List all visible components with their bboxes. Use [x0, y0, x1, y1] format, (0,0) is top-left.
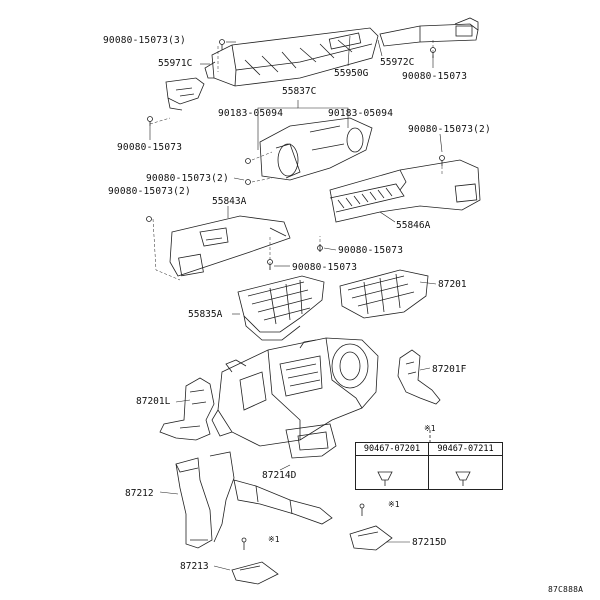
label-55972c: 55972C — [380, 57, 415, 68]
label-87212: 87212 — [125, 488, 154, 499]
label-90080-15073-3: 90080-15073(3) — [103, 35, 186, 46]
label-87213: 87213 — [180, 561, 209, 572]
duct-55950g-drawing — [204, 27, 379, 87]
duct-87214d-drawing — [233, 479, 333, 525]
label-87201l: 87201L — [136, 396, 171, 407]
table-clip-icons — [377, 430, 471, 486]
table-header-col2: 90467-07211 — [429, 443, 502, 456]
label-90080-15073-2b: 90080-15073(2) — [146, 173, 229, 184]
bracket-87201f-drawing — [397, 349, 441, 405]
label-55950g: 55950G — [334, 68, 369, 79]
pad-87213-drawing — [231, 537, 279, 585]
clip-drawings — [146, 39, 445, 270]
duct-55846a-drawing — [329, 159, 481, 223]
note-mark-87213: ※1 — [268, 535, 280, 544]
bracket-87201l-drawing — [159, 377, 215, 441]
duct-55972c-drawing — [379, 17, 479, 47]
label-55837c: 55837C — [282, 86, 317, 97]
label-90080-15073-m2: 90080-15073 — [292, 262, 358, 273]
duct-55837c-drawing — [259, 117, 373, 181]
note-mark-table: ※1 — [424, 424, 436, 433]
label-87201f: 87201F — [432, 364, 467, 375]
label-55835a: 55835A — [188, 309, 223, 320]
filter-87201-drawing — [339, 269, 429, 319]
label-55843a: 55843A — [212, 196, 247, 207]
dashed-guides — [149, 40, 443, 281]
note-mark-87215d: ※1 — [388, 500, 400, 509]
label-55971c: 55971C — [158, 58, 193, 69]
pad-87215d-drawing — [349, 503, 393, 551]
label-90080-15073-left: 90080-15073 — [117, 142, 183, 153]
label-90183-05094-a: 90183-05094 — [218, 108, 284, 119]
table-divider — [428, 455, 429, 489]
label-90080-15073-m1: 90080-15073 — [338, 245, 404, 256]
label-90080-15073-2c: 90080-15073(2) — [108, 186, 191, 197]
duct-55971c-drawing — [165, 77, 205, 111]
label-90183-05094-b: 90183-05094 — [328, 108, 394, 119]
cover-55835a-drawing — [237, 275, 325, 341]
label-87214d: 87214D — [262, 470, 297, 481]
duct-55843a-drawing — [169, 215, 291, 277]
label-90080-15073-2a: 90080-15073(2) — [408, 124, 491, 135]
label-87215d: 87215D — [412, 537, 447, 548]
label-55846a: 55846A — [396, 220, 431, 231]
diagram-reference-code: 87C888A — [548, 585, 584, 594]
clip-part-table: 90467-07201 90467-07211 — [355, 442, 503, 490]
label-90080-15073-right: 90080-15073 — [402, 71, 468, 82]
table-header-col1: 90467-07201 — [356, 443, 429, 456]
heater-unit-drawing — [211, 337, 379, 459]
duct-87212-drawing — [175, 451, 235, 549]
label-87201: 87201 — [438, 279, 467, 290]
